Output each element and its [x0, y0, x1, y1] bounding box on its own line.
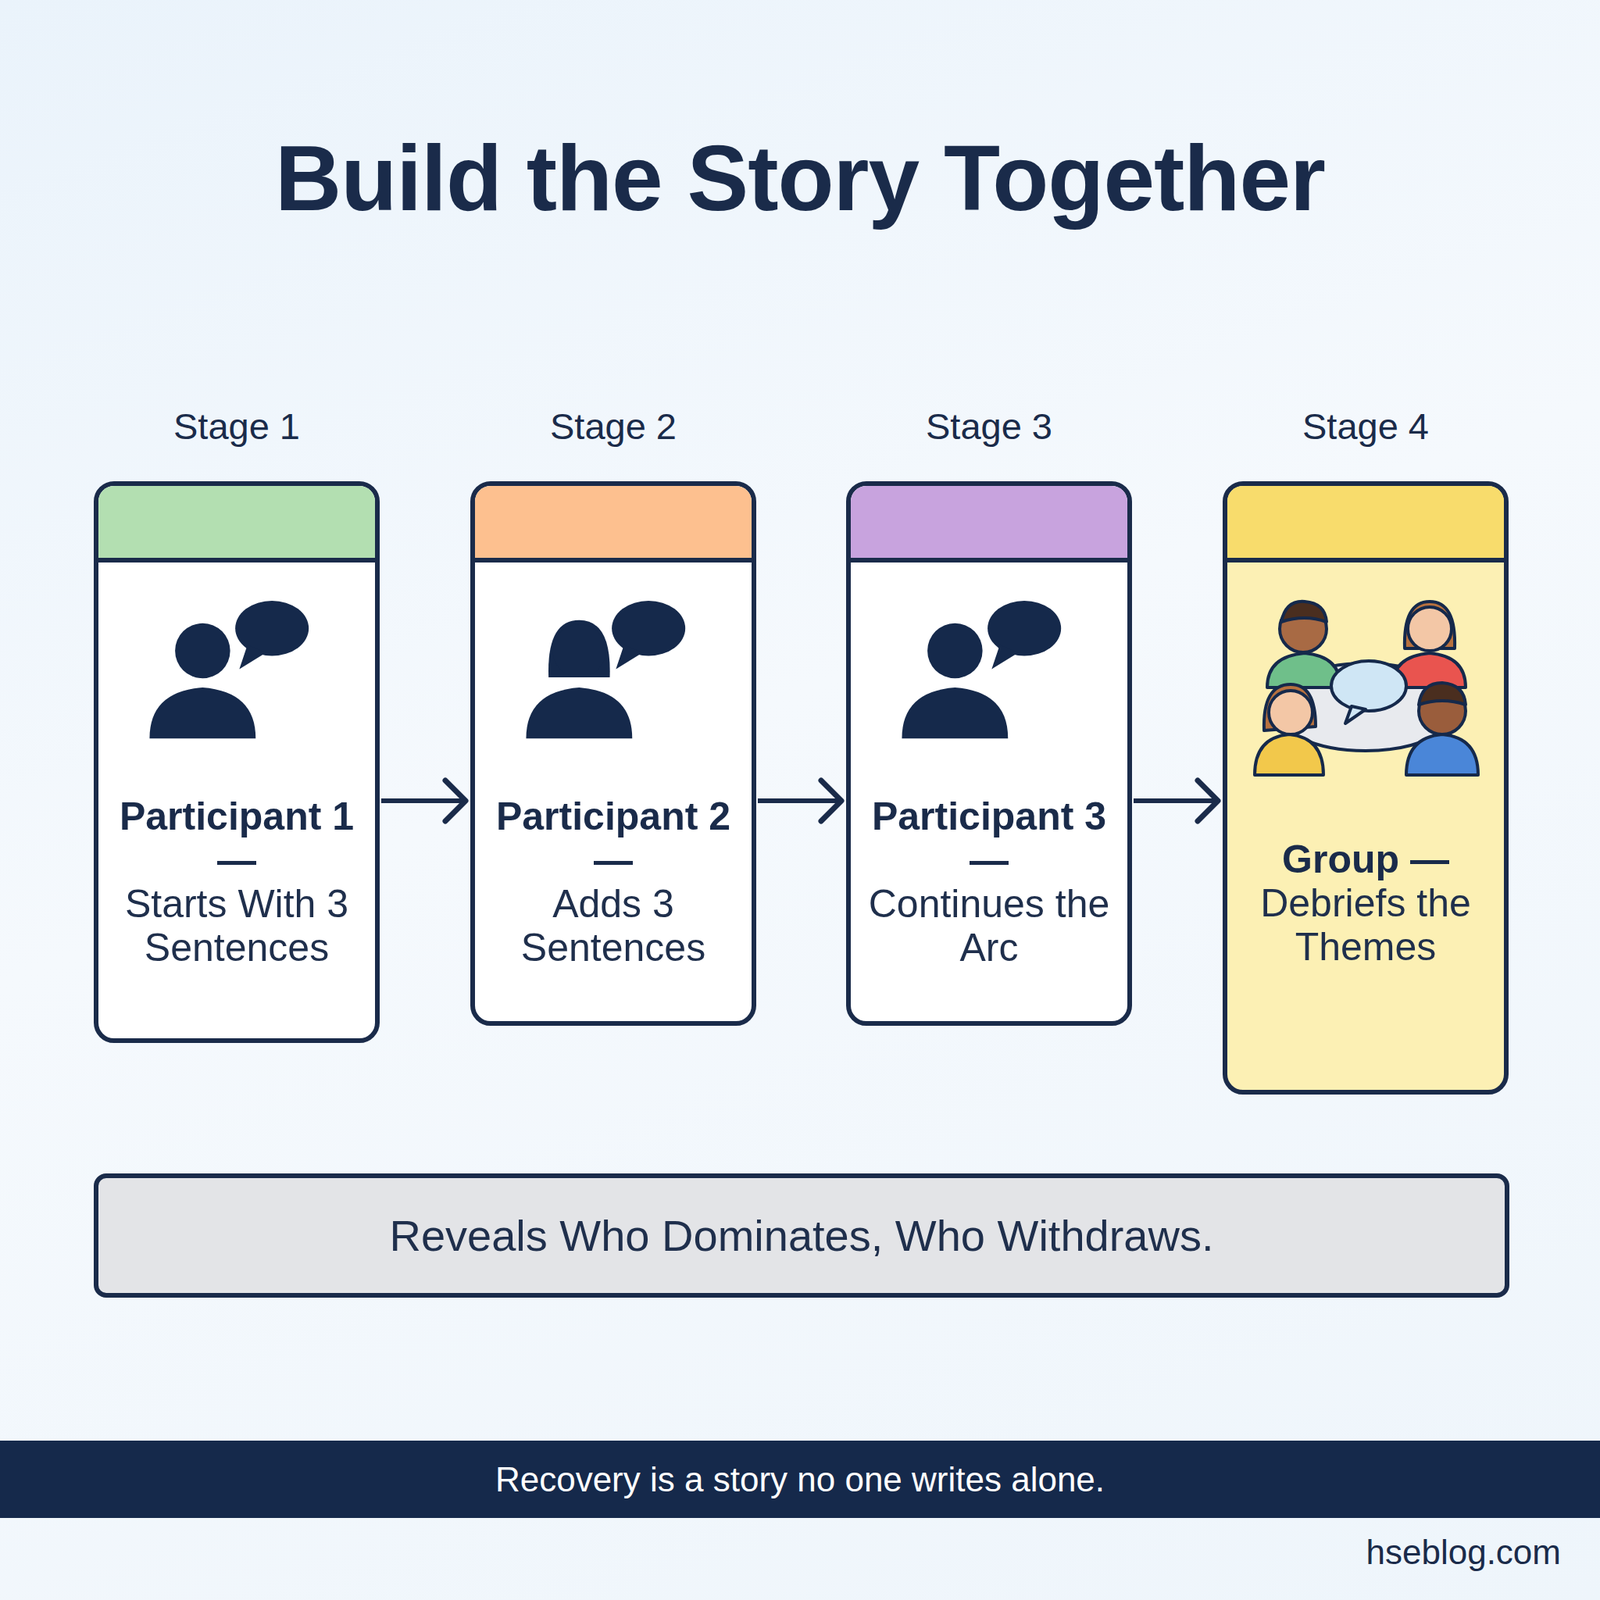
card-header	[1227, 485, 1504, 563]
watermark: hseblog.com	[1366, 1532, 1561, 1572]
stage-card: Stage 1Participant 1 —Starts With 3 Sent…	[93, 481, 380, 1043]
card-header	[475, 485, 752, 563]
arrow-head	[821, 780, 842, 822]
arrow-line	[757, 798, 842, 804]
diagram-title: Build the Story Together	[0, 125, 1600, 232]
tagline-band: Recovery is a story no one writes alone.	[0, 1440, 1600, 1518]
stage-label: Stage 4	[1227, 404, 1504, 448]
role-heading: Participant 2 —	[487, 794, 740, 883]
role-description: Continues the Arc	[863, 882, 1115, 970]
role-description: Starts With 3 Sentences	[110, 882, 363, 970]
role-heading: Participant 3 —	[863, 794, 1115, 883]
stage-card: Stage 3Participant 3 —Continues the Arc	[846, 481, 1133, 1026]
arrow-head	[445, 780, 466, 822]
arrow-line	[1133, 798, 1218, 804]
flow-arrow	[1133, 780, 1218, 822]
arrow-head	[1197, 780, 1218, 822]
stage-card: Stage 2Participant 2 —Adds 3 Sentences	[470, 481, 757, 1026]
card-header	[98, 485, 375, 563]
role-description: Debriefs the Themes	[1239, 881, 1492, 969]
flow-arrow	[757, 780, 842, 822]
stage-label: Stage 2	[475, 404, 752, 448]
role-heading: Participant 1 —	[110, 794, 363, 883]
insight-box: Reveals Who Dominates, Who Withdraws.	[93, 1173, 1510, 1298]
role-heading: Group —	[1239, 837, 1492, 882]
arrow-line	[381, 798, 466, 804]
role-description: Adds 3 Sentences	[487, 882, 740, 970]
card-header	[850, 485, 1128, 563]
insight-text: Reveals Who Dominates, Who Withdraws.	[389, 1210, 1214, 1261]
stage-label: Stage 3	[850, 404, 1128, 448]
tagline-text: Recovery is a story no one writes alone.	[495, 1460, 1105, 1500]
stage-card: Stage 4Group —Debriefs the Themes	[1222, 481, 1509, 1095]
flow-arrow	[381, 780, 466, 822]
stage-label: Stage 1	[98, 404, 375, 448]
